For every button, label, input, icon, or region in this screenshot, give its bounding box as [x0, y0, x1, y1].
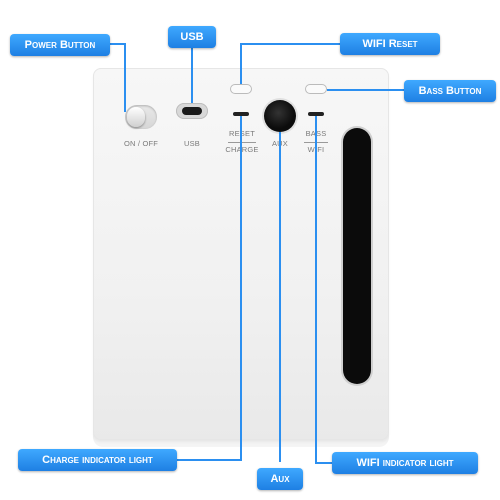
aux-jack [264, 100, 296, 132]
power-switch-knob [127, 107, 145, 127]
power-switch[interactable] [125, 105, 157, 129]
bass-button[interactable] [305, 84, 327, 94]
on-off-label: ON / OFF [123, 139, 159, 148]
bass-button-callout: Bass Button [404, 80, 496, 102]
wifi-reset-button[interactable] [230, 84, 252, 94]
aux-callout: Aux [257, 468, 303, 490]
charge-indicator-light [233, 112, 249, 116]
power-button-callout: Power Button [10, 34, 110, 56]
power-leader-line [110, 43, 126, 112]
charge-leader-line [177, 116, 242, 461]
wifi-indicator-light [308, 112, 324, 116]
wifi-reset-leader-line [240, 43, 340, 84]
usb-port [176, 103, 208, 119]
wifi-indicator-leader-line [315, 116, 332, 464]
usb-label: USB [183, 139, 201, 148]
usb-slot [182, 107, 202, 115]
speaker-grille [343, 128, 371, 384]
charge-indicator-callout: Charge indicator light [18, 449, 177, 471]
wifi-reset-callout: WIFI Reset [340, 33, 440, 55]
wifi-indicator-callout: WIFI indicator light [332, 452, 478, 474]
usb-callout: USB [168, 26, 216, 48]
